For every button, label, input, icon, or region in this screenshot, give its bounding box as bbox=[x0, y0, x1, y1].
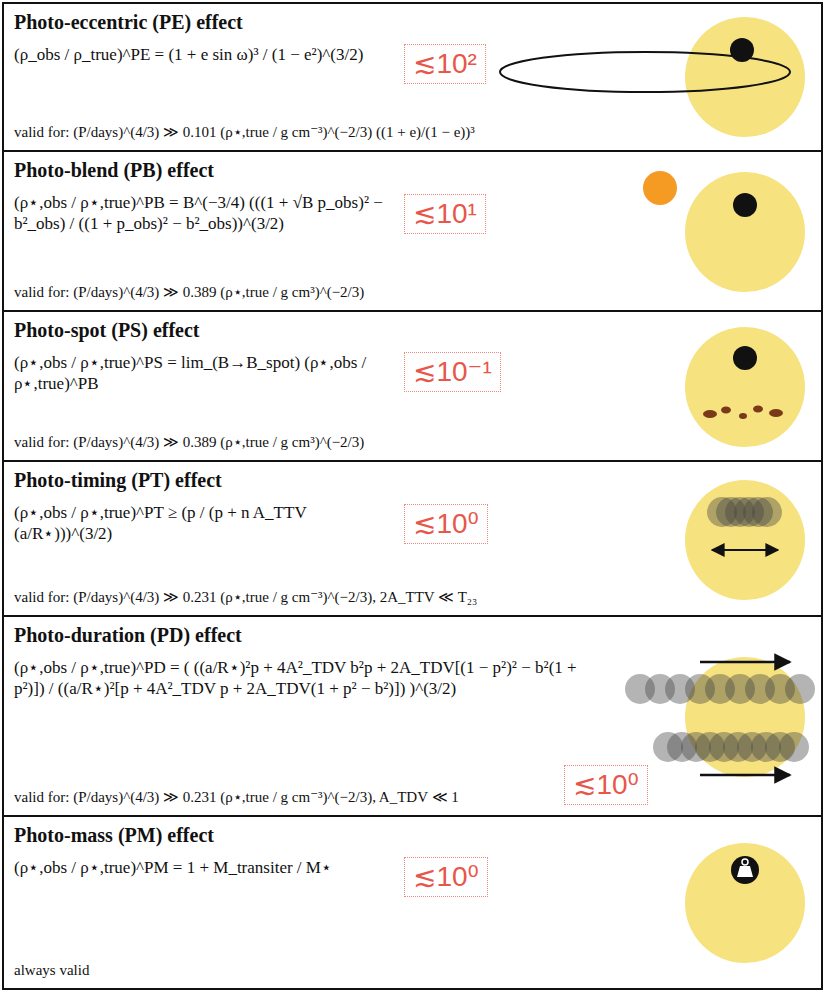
star-disc bbox=[685, 480, 805, 600]
effect-heading: Photo-duration (PD) effect bbox=[14, 623, 242, 648]
magnitude-label: ≲10⁰ bbox=[413, 507, 479, 541]
effect-panel: Photo-mass (PM) effect (ρ⋆,obs / ρ⋆,true)… bbox=[2, 817, 823, 990]
magnitude-box: ≲10⁻¹ bbox=[404, 352, 501, 392]
weight-icon bbox=[742, 859, 748, 865]
magnitude-box: ≲10⁰ bbox=[564, 765, 648, 805]
magnitude-label: ≲10¹ bbox=[413, 197, 477, 231]
density-formula: (ρ⋆,obs / ρ⋆,true)^PM = 1 + M_transiter … bbox=[14, 857, 332, 878]
effect-panel: Photo-eccentric (PE) effect (ρ_obs / ρ_tr… bbox=[2, 2, 823, 152]
validity-condition: valid for: (P/days)^(4/3) ≫ 0.101 (ρ⋆,tr… bbox=[14, 123, 475, 142]
density-formula: (ρ⋆,obs / ρ⋆,true)^PB = B^(−3/4) (((1 + … bbox=[14, 192, 384, 235]
density-formula: (ρ_obs / ρ_true)^PE = (1 + e sin ω)³ / (… bbox=[14, 44, 363, 65]
planet-positions bbox=[625, 674, 815, 762]
effect-heading: Photo-mass (PM) effect bbox=[14, 823, 214, 848]
density-formula: (ρ⋆,obs / ρ⋆,true)^PD = ( ((a/R⋆)²p + 4A… bbox=[14, 657, 604, 700]
star-disc bbox=[685, 172, 805, 292]
validity-condition: valid for: (P/days)^(4/3) ≫ 0.389 (ρ⋆,tr… bbox=[14, 433, 364, 452]
planet-positions bbox=[707, 497, 782, 527]
effect-heading: Photo-eccentric (PE) effect bbox=[14, 10, 243, 35]
density-formula: (ρ⋆,obs / ρ⋆,true)^PT ≥ (p / (p + n A_TT… bbox=[14, 502, 384, 545]
effect-panel: Photo-spot (PS) effect (ρ⋆,obs / ρ⋆,true)… bbox=[2, 312, 823, 462]
magnitude-label: ≲10⁰ bbox=[413, 860, 479, 894]
magnitude-label: ≲10⁻¹ bbox=[413, 355, 492, 389]
effect-panel: Photo-duration (PD) effect (ρ⋆,obs / ρ⋆,t… bbox=[2, 617, 823, 817]
planet-dot bbox=[730, 38, 754, 62]
effect-heading: Photo-blend (PB) effect bbox=[14, 158, 214, 183]
star-spots bbox=[703, 406, 783, 420]
effect-heading: Photo-spot (PS) effect bbox=[14, 318, 200, 343]
duration-arrow bbox=[700, 661, 790, 664]
magnitude-label: ≲10⁰ bbox=[573, 768, 639, 802]
blend-star bbox=[643, 171, 677, 205]
validity-condition: valid for: (P/days)^(4/3) ≫ 0.231 (ρ⋆,tr… bbox=[14, 788, 459, 807]
planet-dot bbox=[733, 193, 757, 217]
magnitude-box: ≲10⁰ bbox=[404, 504, 488, 544]
weight-icon bbox=[737, 866, 753, 877]
duration-arrow bbox=[700, 774, 790, 777]
magnitude-label: ≲10² bbox=[413, 47, 477, 81]
star-disc bbox=[685, 327, 805, 447]
magnitude-box: ≲10² bbox=[404, 44, 486, 84]
timing-arrow bbox=[712, 549, 778, 551]
effect-heading: Photo-timing (PT) effect bbox=[14, 468, 222, 493]
validity-condition: always valid bbox=[14, 961, 89, 980]
effect-panel: Photo-timing (PT) effect (ρ⋆,obs / ρ⋆,tru… bbox=[2, 462, 823, 617]
planet-dot bbox=[731, 856, 759, 884]
star-disc bbox=[685, 843, 805, 963]
validity-condition: valid for: (P/days)^(4/3) ≫ 0.389 (ρ⋆,tr… bbox=[14, 283, 364, 302]
magnitude-box: ≲10¹ bbox=[404, 194, 486, 234]
planet-dot bbox=[733, 346, 757, 370]
magnitude-box: ≲10⁰ bbox=[404, 857, 488, 897]
effect-panel: Photo-blend (PB) effect (ρ⋆,obs / ρ⋆,true… bbox=[2, 152, 823, 312]
validity-condition: valid for: (P/days)^(4/3) ≫ 0.231 (ρ⋆,tr… bbox=[14, 588, 477, 607]
density-formula: (ρ⋆,obs / ρ⋆,true)^PS = lim_(B→B_spot) (… bbox=[14, 352, 384, 395]
